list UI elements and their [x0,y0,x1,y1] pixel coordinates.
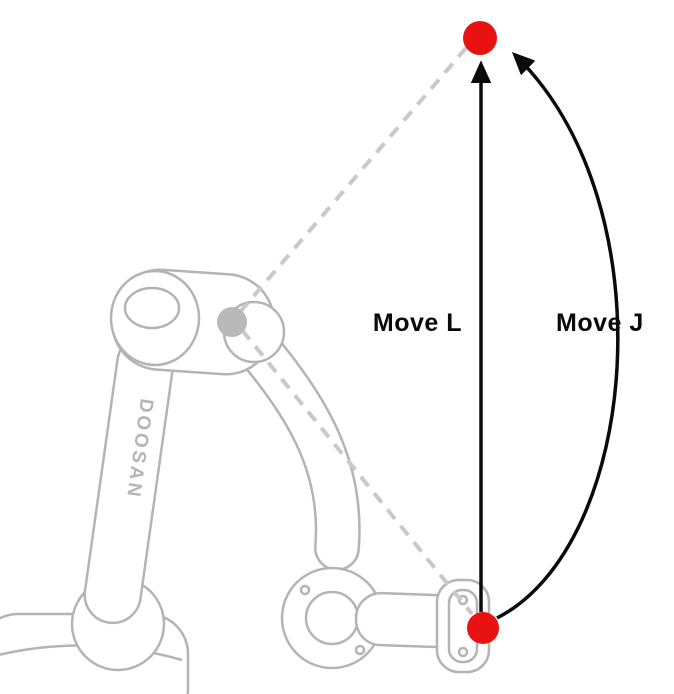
joint-point-marker [217,307,247,337]
move-j-label: Move J [556,309,644,337]
robot-flange-screw-bottom [457,646,469,658]
dashed-guide-lines [238,46,474,616]
start-point-marker [467,612,499,644]
robot-elbow-cap [109,269,201,367]
robot-arm-illustration: DOOSAN [0,268,491,694]
move-j-arc-arrow [496,52,620,620]
robot-wrist-screw-upper [299,584,311,596]
robot-elbow-cap-inner [123,286,181,330]
dashed-line-to-start [240,328,474,616]
dashed-line-to-target [238,46,468,314]
move-l-label: Move L [373,309,462,337]
robot-wrist-screw-lower [354,644,366,656]
target-point-marker [463,21,497,55]
